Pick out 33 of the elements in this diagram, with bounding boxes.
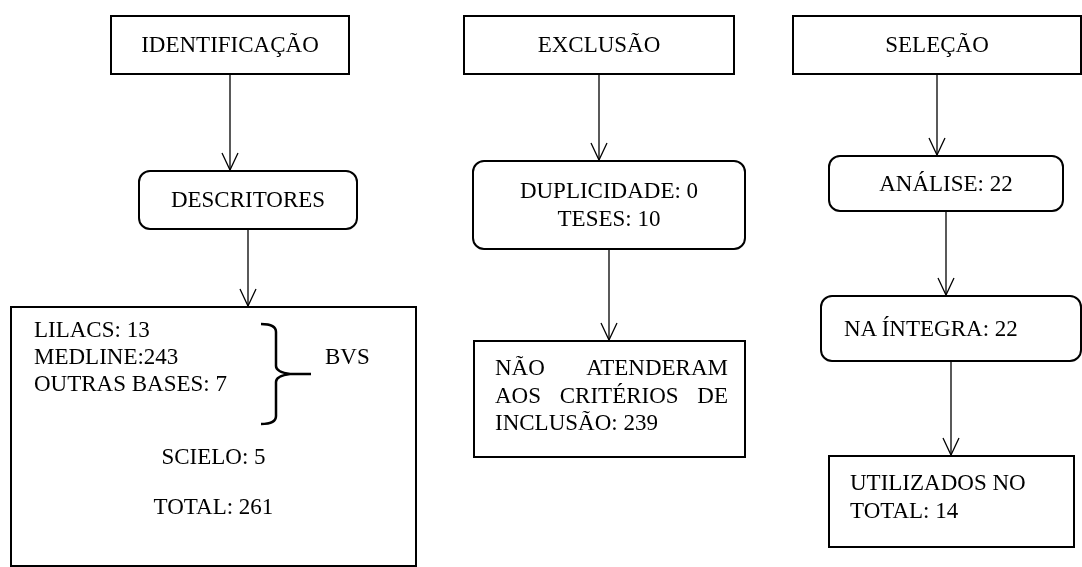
node-text: IDENTIFICAÇÃO — [141, 31, 319, 59]
node-text: BVS — [325, 343, 370, 371]
node-text: NA ÍNTEGRA: 22 — [844, 314, 1018, 343]
node-text: EXCLUSÃO — [537, 31, 661, 59]
node-text: OUTRAS BASES: 7 — [34, 370, 227, 398]
node-text: TOTAL: 261 — [152, 493, 275, 521]
arrow — [937, 211, 955, 296]
node-text: TESES: 10 — [557, 205, 661, 233]
rounded-process-box — [820, 295, 1082, 362]
node-text: ANÁLISE: 22 — [879, 169, 1013, 198]
process-box — [10, 306, 417, 567]
arrow — [221, 74, 239, 171]
arrow — [239, 229, 257, 307]
rounded-process-box — [138, 170, 358, 230]
node-text: SCIELO: 5 — [160, 443, 267, 471]
node-text: MEDLINE:243 — [34, 343, 179, 371]
rounded-process-box — [472, 160, 746, 250]
arrow — [928, 74, 946, 156]
arrow — [590, 74, 608, 161]
node-text: DESCRITORES — [170, 186, 326, 214]
node-text: SELEÇÃO — [885, 31, 989, 59]
process-box — [473, 340, 746, 458]
process-box — [828, 455, 1075, 548]
arrow — [942, 361, 960, 456]
process-box — [463, 15, 735, 75]
node-text: DUPLICIDADE: 0 — [519, 177, 699, 205]
rounded-process-box — [828, 155, 1064, 212]
process-box — [792, 15, 1082, 75]
process-box — [110, 15, 350, 75]
node-text: UTILIZADOS NO TOTAL: 14 — [850, 469, 1027, 525]
arrow — [600, 249, 618, 341]
node-text: NÃO ATENDERAM AOS CRITÉRIOS DE INCLUSÃO: 239 — [495, 354, 728, 437]
node-text: LILACS: 13 — [34, 316, 150, 344]
